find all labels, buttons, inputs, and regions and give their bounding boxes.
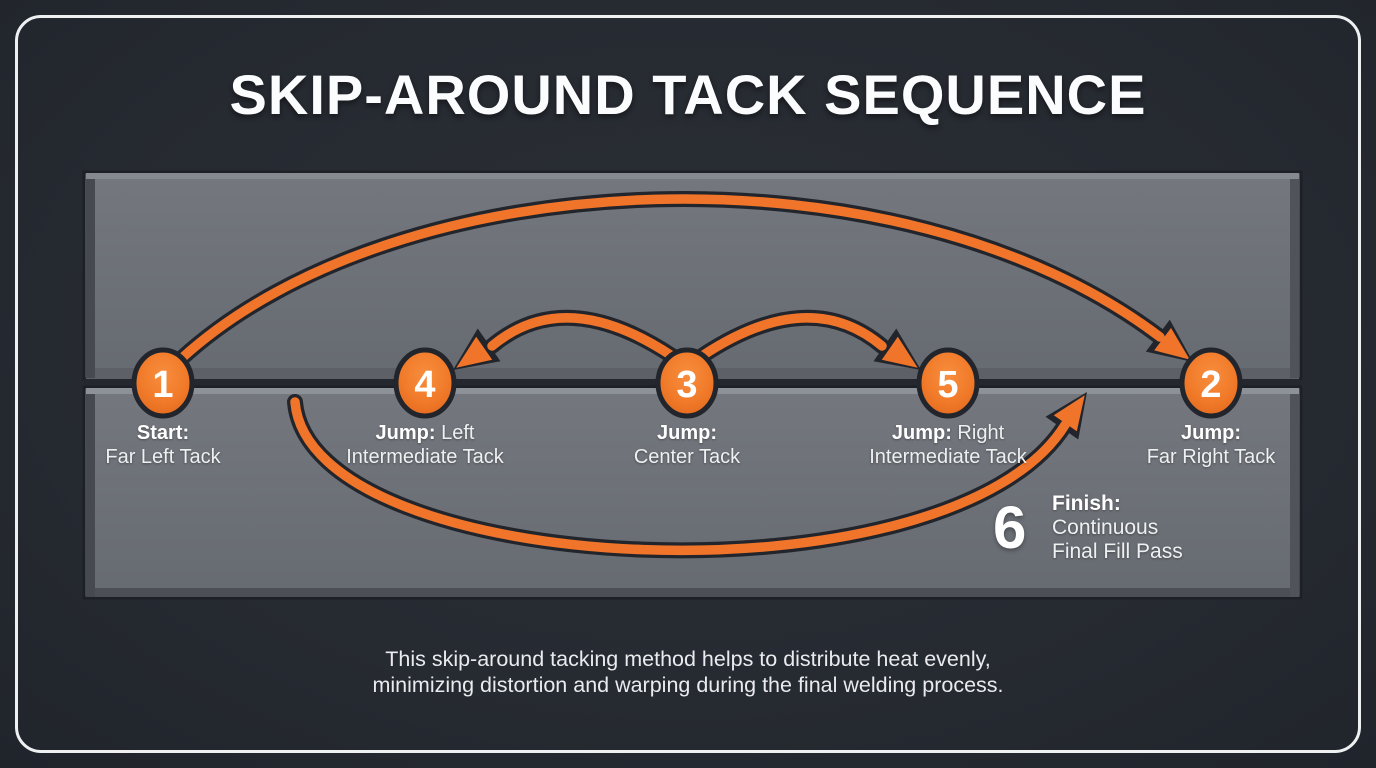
arrow-3-to-5: [694, 309, 921, 370]
step-number-4: 4: [414, 364, 435, 406]
step-label-right-intermediate: Jump: Right Intermediate Tack: [869, 422, 1027, 468]
step-number-5: 5: [937, 364, 958, 406]
step-label-start: Start: Far Left Tack: [105, 422, 221, 468]
step-circle-1: 1: [131, 347, 195, 419]
step-number-3: 3: [676, 364, 697, 406]
step-number-2: 2: [1200, 364, 1221, 406]
step-label-left-intermediate: Jump: Left Intermediate Tack: [346, 422, 504, 468]
page-title: SKIP-AROUND TACK SEQUENCE: [229, 63, 1147, 126]
step-number-1: 1: [152, 364, 173, 406]
steel-plate-bottom: [82, 385, 1303, 600]
step-circle-4: 4: [393, 347, 457, 419]
step-circle-3: 3: [655, 347, 719, 419]
tack-point-circles: 1 4 3 5 2: [131, 347, 1243, 419]
finish-step-number: 6: [993, 494, 1027, 561]
step-circle-5: 5: [916, 347, 980, 419]
step-circle-2: 2: [1179, 347, 1243, 419]
arrow-1-to-2: [174, 190, 1193, 366]
caption: This skip-around tacking method helps to…: [0, 646, 1376, 698]
step-label-center: Jump: Center Tack: [633, 422, 741, 468]
caption-line-2: minimizing distortion and warping during…: [372, 673, 1004, 697]
step-label-far-right: Jump: Far Right Tack: [1146, 422, 1276, 468]
finish-label: Finish: Continuous Final Fill Pass: [1052, 492, 1183, 563]
arrow-3-to-4: [453, 309, 680, 370]
caption-line-1: This skip-around tacking method helps to…: [385, 647, 991, 671]
final-pass-arrow: [287, 392, 1087, 559]
